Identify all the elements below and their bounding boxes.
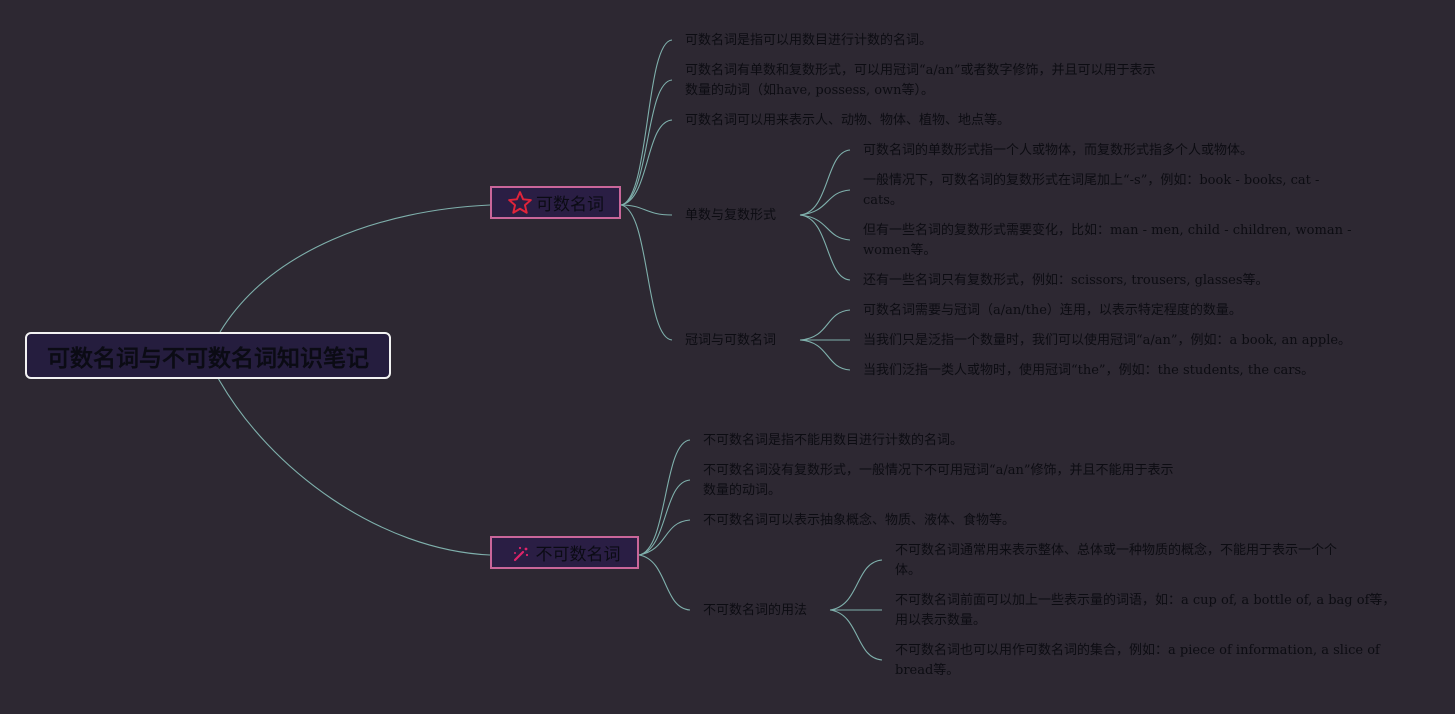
subtopic-singular-plural[interactable]: 单数与复数形式 (685, 208, 777, 223)
branch-countable[interactable]: 可数名词 (490, 186, 621, 219)
link-sp-4 (799, 214, 851, 281)
star-icon (508, 190, 532, 214)
branch-uncountable-label: 不可数名词 (535, 545, 621, 565)
link-art-1 (799, 309, 851, 341)
countable-leaf-forms[interactable]: 可数名词有单数和复数形式，可以用冠词“a/an”或者数字修饰，并且可以用于表示 … (685, 61, 1156, 101)
art-item-2[interactable]: 当我们只是泛指一个数量时，我们可以使用冠词“a/an”，例如：a book, a… (863, 333, 1352, 348)
link-unc-leaf1 (638, 439, 691, 556)
link-unc-leaf2 (638, 479, 691, 556)
link-unc-leaf3 (638, 519, 691, 556)
sp-item-1[interactable]: 可数名词的单数形式指一个人或物体，而复数形式指多个人或物体。 (863, 143, 1254, 158)
link-countable-sp (620, 204, 673, 216)
uncountable-leaf-forms-line2: 数量的动词。 (703, 483, 782, 498)
usage-item-3-line2: bread等。 (895, 663, 960, 678)
link-sp-1 (799, 149, 851, 216)
subtopic-articles[interactable]: 冠词与可数名词 (685, 333, 777, 348)
link-countable-leaf2 (620, 79, 673, 206)
usage-item-2[interactable]: 不可数名词前面可以加上一些表示量的词语，如：a cup of, a bottle… (895, 591, 1395, 631)
countable-leaf-forms-line2: 数量的动词（如have, possess, own等）。 (685, 83, 935, 98)
art-item-3[interactable]: 当我们泛指一类人或物时，使用冠词“the”，例如：the students, t… (863, 363, 1315, 378)
art-item-1[interactable]: 可数名词需要与冠词（a/an/the）连用，以表示特定程度的数量。 (863, 303, 1242, 318)
subtopic-uncountable-usage[interactable]: 不可数名词的用法 (703, 603, 808, 618)
usage-item-2-line2: 用以表示数量。 (895, 613, 987, 628)
magic-wand-icon (513, 546, 528, 561)
countable-leaf-definition[interactable]: 可数名词是指可以用数目进行计数的名词。 (685, 33, 933, 48)
sp-item-2[interactable]: 一般情况下，可数名词的复数形式在词尾加上“-s”，例如：book - books… (863, 171, 1319, 211)
sp-item-3[interactable]: 但有一些名词的复数形式需要变化，比如：man - men, child - ch… (863, 221, 1351, 261)
usage-item-1-line1: 不可数名词通常用来表示整体、总体或一种物质的概念，不能用于表示一个个 (895, 543, 1338, 558)
sp-item-2-line1: 一般情况下，可数名词的复数形式在词尾加上“-s”，例如：book - books… (863, 173, 1320, 188)
uncountable-leaf-forms[interactable]: 不可数名词没有复数形式，一般情况下不可用冠词“a/an”修饰，并且不能用于表示 … (703, 461, 1174, 501)
usage-item-3-line1: 不可数名词也可以用作可数名词的集合，例如：a piece of informat… (895, 643, 1380, 658)
usage-item-1[interactable]: 不可数名词通常用来表示整体、总体或一种物质的概念，不能用于表示一个个 体。 (895, 541, 1337, 581)
uncountable-leaf-forms-line1: 不可数名词没有复数形式，一般情况下不可用冠词“a/an”修饰，并且不能用于表示 (703, 463, 1174, 478)
link-unc-usage (638, 554, 691, 611)
root-topic-label: 可数名词与不可数名词知识笔记 (47, 345, 369, 372)
link-countable-leaf1 (620, 39, 673, 206)
link-countable-art (620, 204, 673, 341)
link-sp-3 (799, 214, 851, 241)
countable-leaf-usage[interactable]: 可数名词可以用来表示人、动物、物体、植物、地点等。 (685, 113, 1011, 128)
link-countable-leaf3 (620, 119, 673, 206)
usage-item-1-line2: 体。 (895, 563, 922, 578)
branch-countable-label: 可数名词 (536, 195, 604, 215)
root-topic[interactable]: 可数名词与不可数名词知识笔记 (25, 332, 391, 379)
uncountable-leaf-definition[interactable]: 不可数名词是指不能用数目进行计数的名词。 (703, 433, 964, 448)
usage-item-3[interactable]: 不可数名词也可以用作可数名词的集合，例如：a piece of informat… (895, 641, 1380, 681)
usage-item-2-line1: 不可数名词前面可以加上一些表示量的词语，如：a cup of, a bottle… (895, 593, 1396, 608)
link-usage-3 (829, 609, 883, 661)
uncountable-leaf-usage[interactable]: 不可数名词可以表示抽象概念、物质、液体、食物等。 (703, 513, 1016, 528)
countable-leaf-forms-line1: 可数名词有单数和复数形式，可以用冠词“a/an”或者数字修饰，并且可以用于表示 (685, 63, 1156, 78)
link-root-uncountable (217, 377, 491, 556)
link-art-3 (799, 339, 851, 371)
branch-uncountable[interactable]: 不可数名词 (490, 536, 639, 569)
sp-item-4[interactable]: 还有一些名词只有复数形式，例如：scissors, trousers, glas… (863, 273, 1269, 288)
link-root-countable (219, 204, 491, 333)
link-usage-1 (829, 559, 883, 611)
sp-item-3-line1: 但有一些名词的复数形式需要变化，比如：man - men, child - ch… (863, 223, 1352, 238)
sp-item-3-line2: women等。 (863, 243, 937, 258)
sp-item-2-line2: cats。 (863, 193, 903, 208)
link-sp-2 (799, 189, 851, 216)
